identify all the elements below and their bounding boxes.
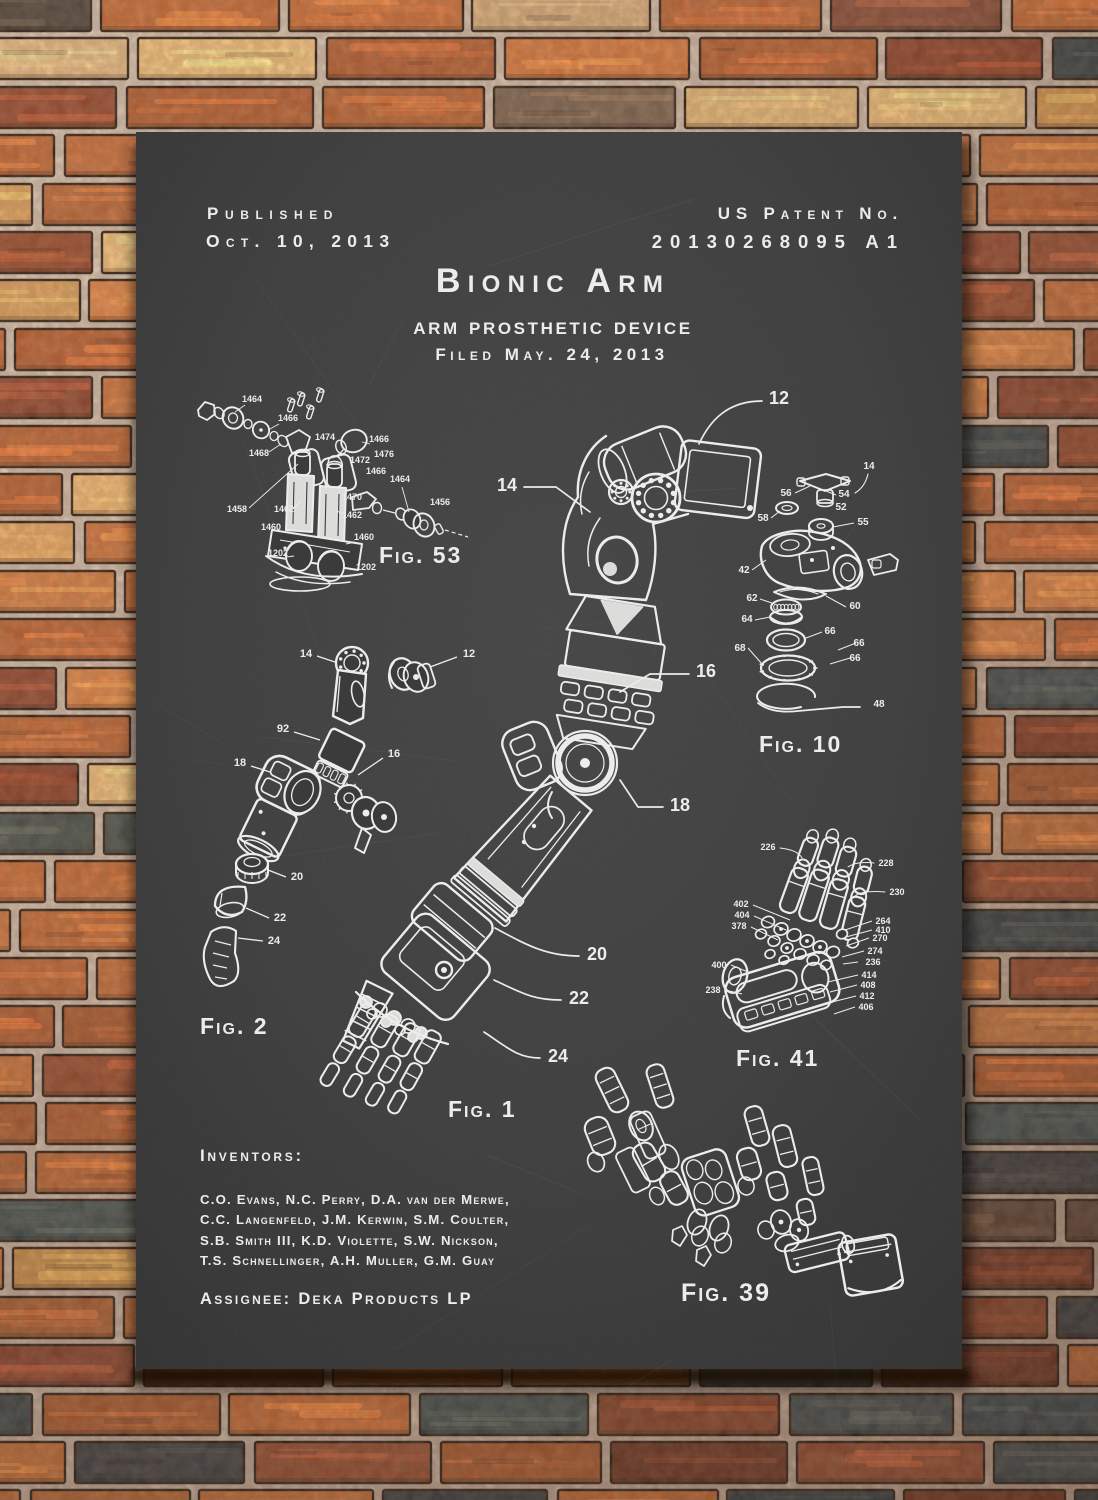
svg-text:1464: 1464 bbox=[242, 394, 262, 404]
svg-text:378: 378 bbox=[731, 921, 746, 931]
svg-text:18: 18 bbox=[234, 757, 246, 769]
svg-text:Fig. 39: Fig. 39 bbox=[681, 1279, 771, 1307]
svg-text:18: 18 bbox=[670, 795, 690, 815]
svg-text:406: 406 bbox=[858, 1002, 873, 1012]
svg-text:14: 14 bbox=[300, 648, 313, 660]
svg-text:274: 274 bbox=[867, 946, 882, 956]
svg-text:48: 48 bbox=[873, 699, 885, 710]
svg-text:Assignee: Deka Products LP: Assignee: Deka Products LP bbox=[200, 1290, 473, 1308]
svg-text:1456: 1456 bbox=[430, 497, 450, 507]
svg-text:1460: 1460 bbox=[261, 522, 281, 532]
svg-text:14: 14 bbox=[863, 461, 875, 472]
svg-text:92: 92 bbox=[277, 723, 289, 735]
svg-text:1202: 1202 bbox=[356, 562, 376, 572]
svg-text:22: 22 bbox=[569, 988, 589, 1008]
svg-text:400: 400 bbox=[711, 960, 726, 970]
svg-text:66: 66 bbox=[824, 626, 836, 637]
svg-text:Published: Published bbox=[207, 204, 339, 223]
svg-text:1476: 1476 bbox=[374, 449, 394, 459]
svg-text:1468: 1468 bbox=[249, 448, 269, 458]
svg-text:Bionic Arm: Bionic Arm bbox=[436, 262, 670, 300]
svg-text:236: 236 bbox=[865, 957, 880, 967]
svg-text:C.C. Langenfeld, J.M. Kerwin,: C.C. Langenfeld, J.M. Kerwin, S.M. Coult… bbox=[200, 1212, 509, 1227]
svg-text:24: 24 bbox=[548, 1046, 568, 1066]
svg-text:S.B. Smith III, K.D. Violette,: S.B. Smith III, K.D. Violette, S.W. Nick… bbox=[200, 1233, 499, 1248]
svg-text:Inventors:: Inventors: bbox=[200, 1146, 304, 1165]
svg-text:24: 24 bbox=[268, 935, 281, 947]
svg-text:270: 270 bbox=[872, 933, 887, 943]
svg-text:58: 58 bbox=[757, 513, 769, 524]
svg-text:20: 20 bbox=[291, 871, 303, 883]
svg-text:1458: 1458 bbox=[227, 504, 247, 514]
svg-text:Fig. 1: Fig. 1 bbox=[448, 1096, 517, 1122]
svg-text:64: 64 bbox=[741, 614, 753, 625]
svg-text:22: 22 bbox=[274, 912, 286, 924]
svg-text:1474: 1474 bbox=[315, 432, 335, 442]
svg-text:12: 12 bbox=[769, 388, 789, 408]
svg-text:68: 68 bbox=[734, 643, 746, 654]
svg-text:1202: 1202 bbox=[268, 548, 288, 558]
svg-text:60: 60 bbox=[849, 601, 861, 612]
svg-text:1472: 1472 bbox=[350, 455, 370, 465]
svg-text:55: 55 bbox=[857, 517, 869, 528]
svg-text:1470: 1470 bbox=[342, 492, 362, 502]
svg-text:412: 412 bbox=[859, 991, 874, 1001]
svg-text:238: 238 bbox=[705, 985, 720, 995]
svg-text:Fig. 2: Fig. 2 bbox=[200, 1013, 269, 1039]
svg-text:arm prosthetic device: arm prosthetic device bbox=[413, 313, 693, 340]
svg-text:54: 54 bbox=[838, 489, 850, 500]
svg-text:12: 12 bbox=[463, 648, 475, 660]
svg-text:408: 408 bbox=[860, 980, 875, 990]
svg-text:42: 42 bbox=[738, 565, 750, 576]
svg-text:Fig. 53: Fig. 53 bbox=[379, 542, 462, 568]
svg-text:14: 14 bbox=[497, 475, 517, 495]
svg-text:US Patent No.: US Patent No. bbox=[718, 204, 903, 223]
svg-text:1466: 1466 bbox=[366, 466, 386, 476]
svg-text:56: 56 bbox=[780, 488, 792, 499]
svg-text:1464: 1464 bbox=[390, 474, 410, 484]
svg-text:Filed May. 24, 2013: Filed May. 24, 2013 bbox=[435, 345, 668, 364]
svg-text:1462: 1462 bbox=[274, 504, 294, 514]
svg-text:Fig. 10: Fig. 10 bbox=[759, 731, 842, 757]
svg-text:20130268095 A1: 20130268095 A1 bbox=[652, 231, 905, 252]
svg-text:414: 414 bbox=[861, 970, 876, 980]
svg-text:228: 228 bbox=[878, 858, 893, 868]
svg-text:226: 226 bbox=[760, 842, 775, 852]
svg-text:1466: 1466 bbox=[369, 434, 389, 444]
svg-text:Fig. 41: Fig. 41 bbox=[736, 1045, 819, 1071]
svg-text:404: 404 bbox=[734, 910, 749, 920]
svg-text:T.S. Schnellinger, A.H. Muller: T.S. Schnellinger, A.H. Muller, G.M. Gua… bbox=[200, 1253, 495, 1268]
svg-text:1460: 1460 bbox=[354, 532, 374, 542]
svg-text:402: 402 bbox=[733, 899, 748, 909]
svg-text:1466: 1466 bbox=[278, 413, 298, 423]
svg-text:52: 52 bbox=[835, 502, 847, 513]
svg-text:410: 410 bbox=[875, 925, 890, 935]
svg-text:Oct. 10, 2013: Oct. 10, 2013 bbox=[206, 231, 395, 251]
svg-text:230: 230 bbox=[889, 887, 904, 897]
svg-text:264: 264 bbox=[875, 916, 890, 926]
svg-text:66: 66 bbox=[849, 653, 861, 664]
svg-text:C.O. Evans, N.C. Perry, D.A. v: C.O. Evans, N.C. Perry, D.A. van der Mer… bbox=[200, 1192, 510, 1207]
svg-text:16: 16 bbox=[388, 748, 400, 760]
svg-text:20: 20 bbox=[587, 944, 607, 964]
svg-text:1462: 1462 bbox=[342, 510, 362, 520]
svg-text:16: 16 bbox=[696, 661, 716, 681]
svg-text:66: 66 bbox=[853, 638, 865, 649]
svg-text:62: 62 bbox=[746, 593, 758, 604]
